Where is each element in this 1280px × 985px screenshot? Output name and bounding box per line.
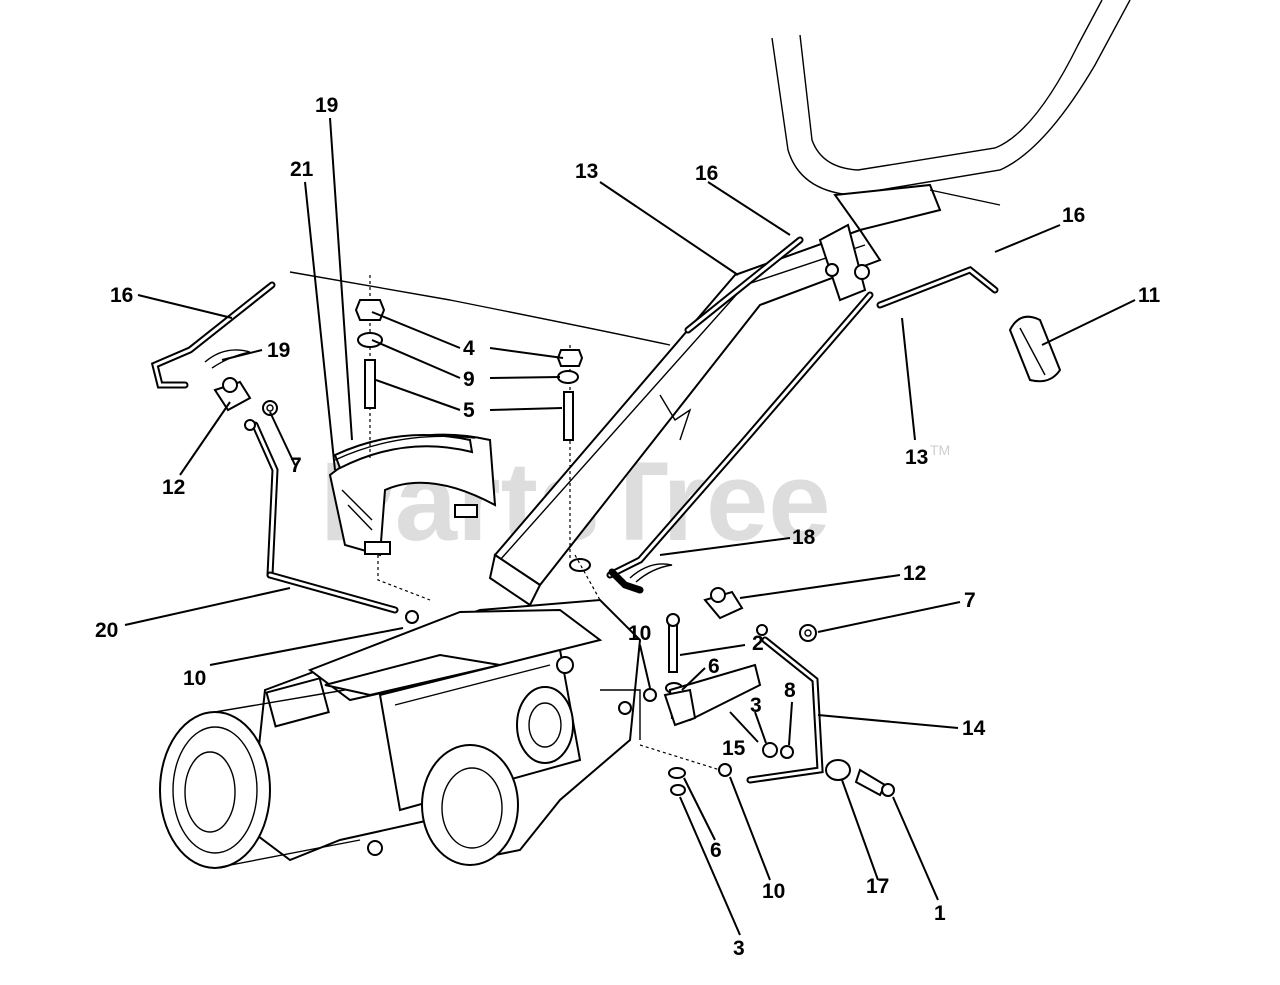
callout-19-top: 19 (315, 94, 338, 117)
callout-11: 11 (1138, 284, 1161, 307)
callout-13-top: 13 (575, 160, 598, 183)
callout-6-upper: 6 (708, 655, 720, 678)
callout-5: 5 (463, 399, 475, 422)
shift-rods (150, 236, 999, 784)
callout-16-middle: 16 (695, 162, 718, 185)
callout-14: 14 (962, 717, 986, 740)
callout-7-right: 7 (964, 589, 976, 612)
callout-20: 20 (95, 619, 118, 642)
callout-12-right: 12 (903, 562, 926, 585)
callout-18: 18 (792, 526, 816, 549)
transmission-housing (159, 598, 642, 869)
pivot-blocks (213, 377, 817, 642)
callout-10-left: 10 (183, 667, 206, 690)
callout-labels: 19 21 16 19 4 9 5 12 7 13 16 16 11 13 18… (95, 94, 1161, 960)
callout-2: 2 (752, 632, 764, 655)
callout-9: 9 (463, 368, 475, 391)
callout-7-left: 7 (290, 454, 302, 477)
callout-10-upper: 10 (628, 622, 651, 645)
callout-13-right: 13 (905, 446, 928, 469)
shift-tube (488, 223, 882, 607)
callout-1: 1 (934, 902, 946, 925)
callout-16-right: 16 (1062, 204, 1085, 227)
callout-16-left: 16 (110, 284, 133, 307)
callout-15: 15 (722, 737, 746, 760)
selector-plate (328, 433, 497, 557)
shift-fork-hardware (377, 554, 895, 797)
callout-8: 8 (784, 679, 796, 702)
callout-19-left: 19 (267, 339, 290, 362)
fastener-stack (354, 275, 584, 560)
handlebar (771, 0, 1131, 232)
callout-6-lower: 6 (710, 839, 722, 862)
callout-17: 17 (866, 875, 889, 898)
callout-10-lower: 10 (762, 880, 785, 903)
callout-12-left: 12 (162, 476, 185, 499)
shift-knob (1008, 315, 1062, 383)
leader-lines (124, 117, 1136, 936)
callout-3-upper: 3 (750, 694, 762, 717)
callout-3-lower: 3 (733, 937, 745, 960)
watermark-trademark: TM (930, 442, 950, 458)
callout-21: 21 (290, 158, 314, 181)
callout-4: 4 (463, 337, 475, 360)
